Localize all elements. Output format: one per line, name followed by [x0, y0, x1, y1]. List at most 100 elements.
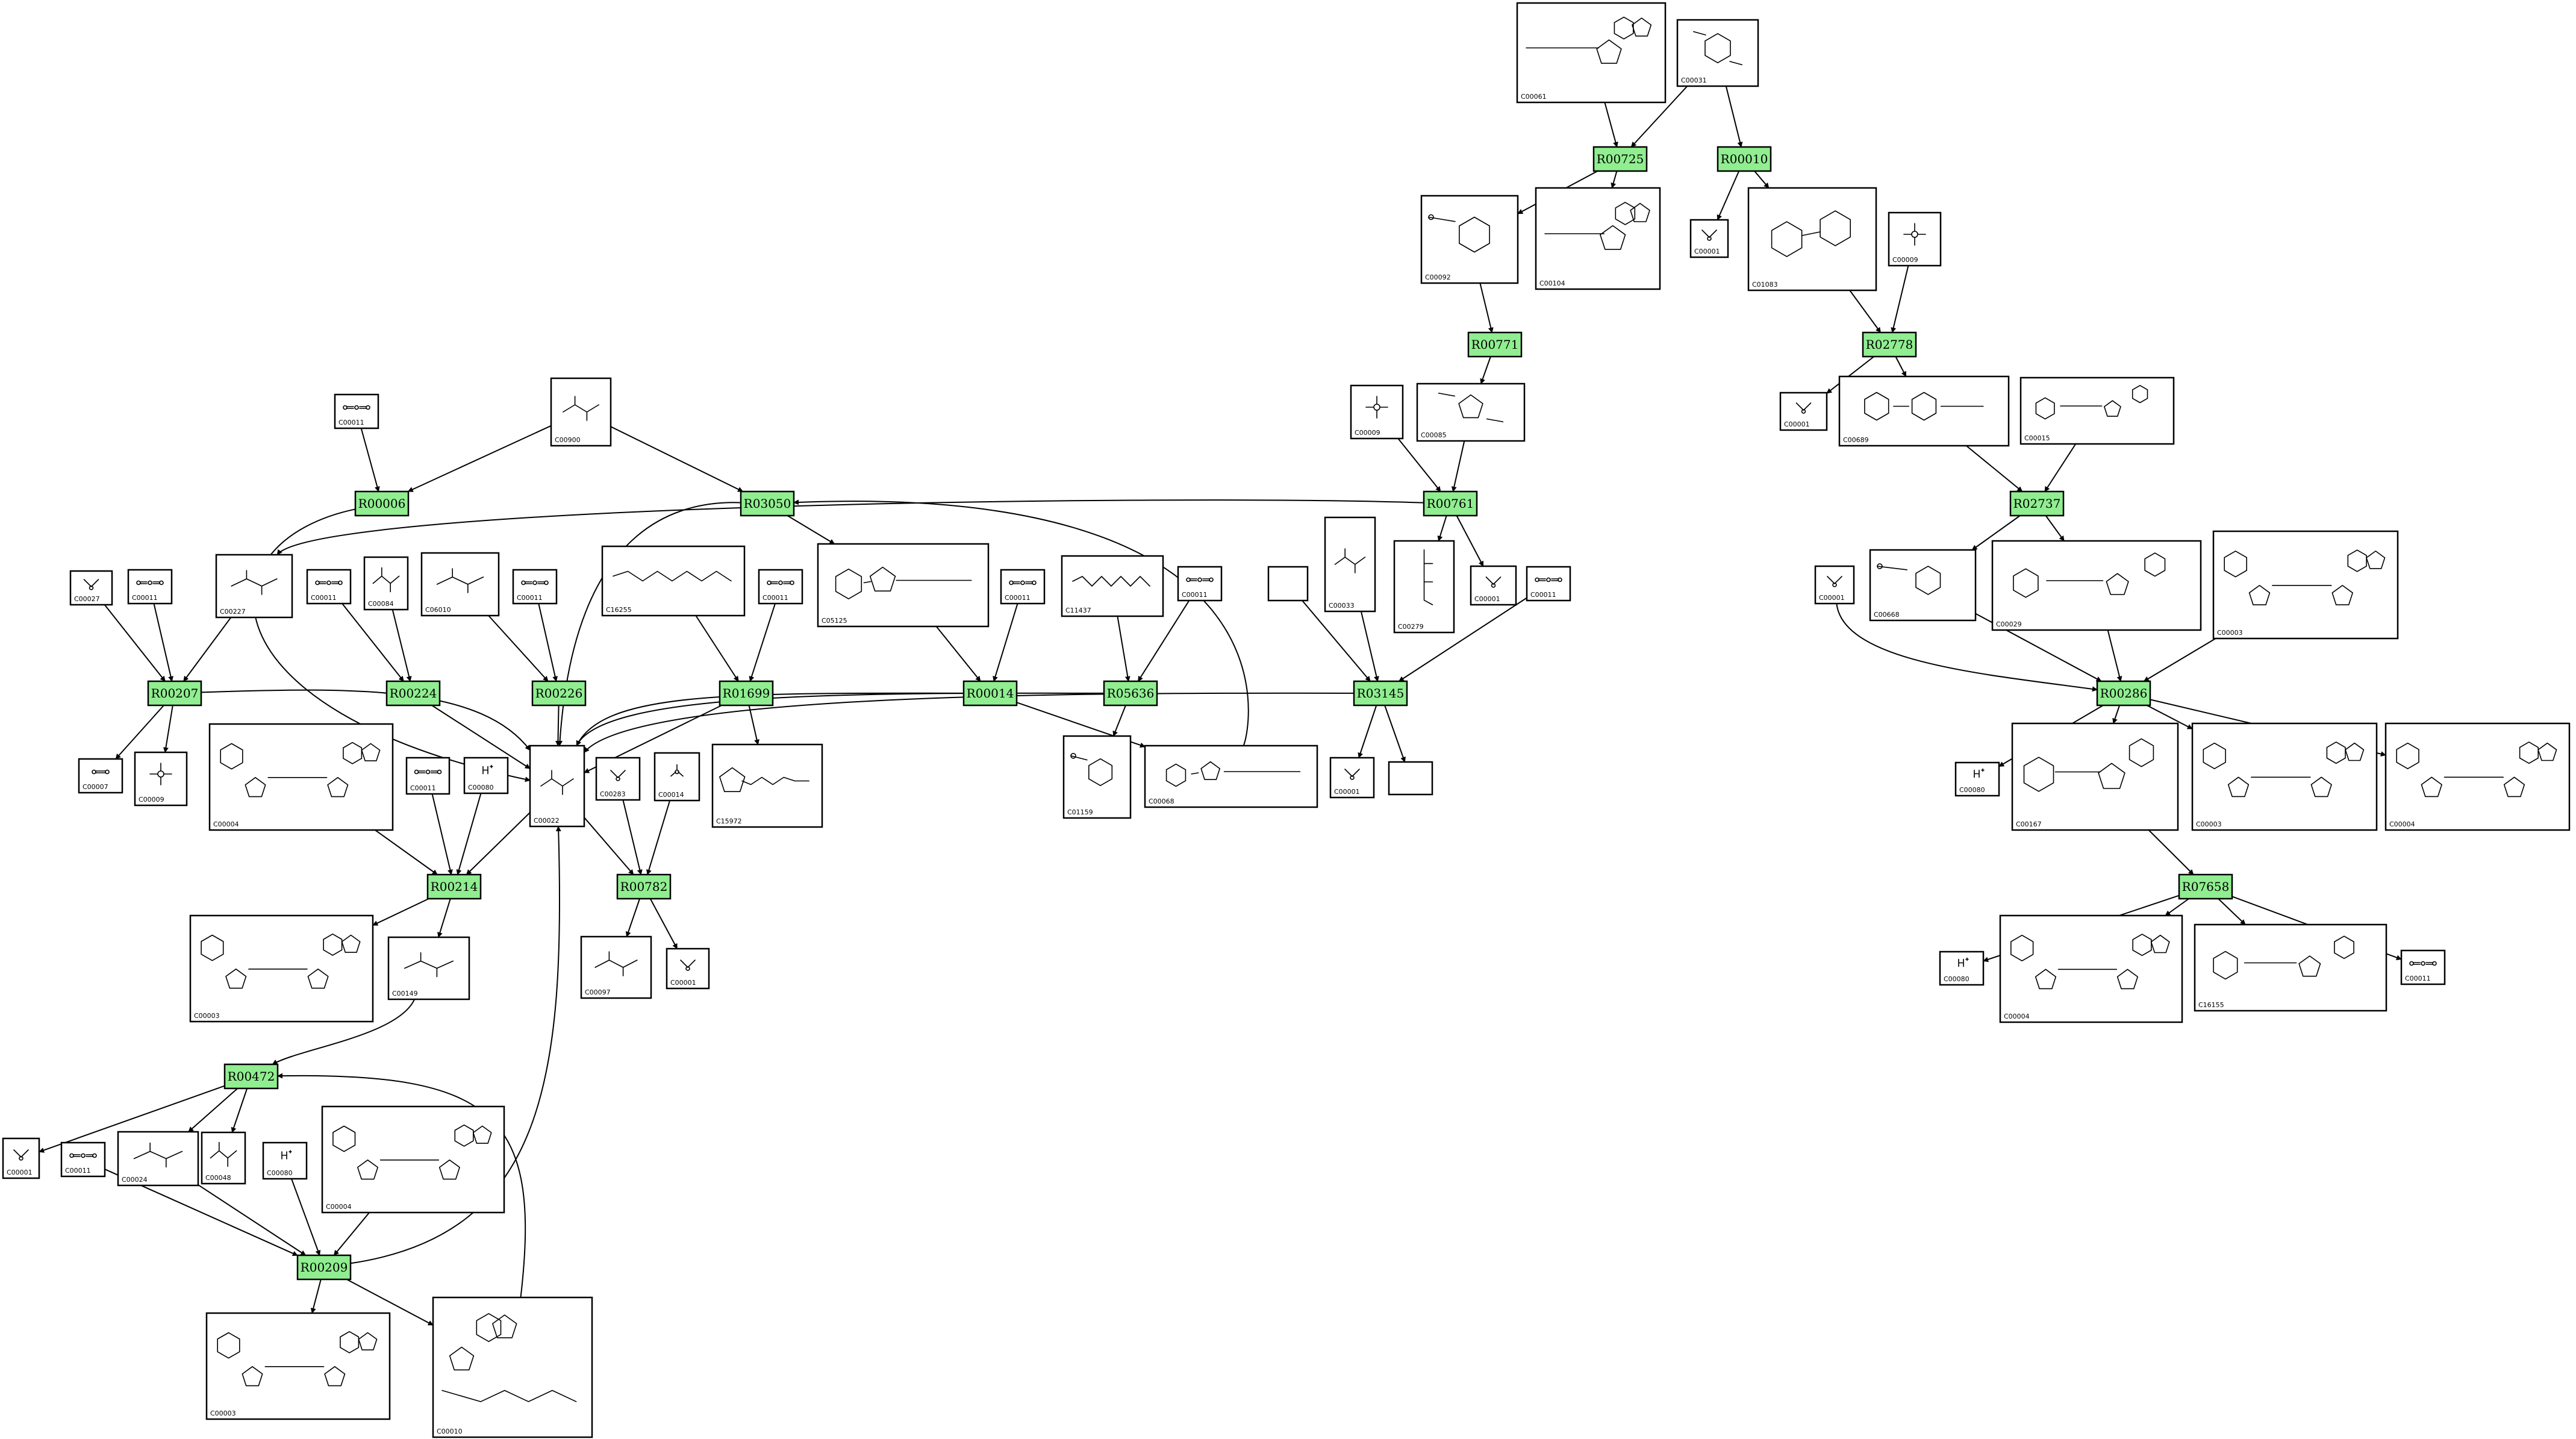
compound-node[interactable]: C00011	[127, 569, 173, 605]
reaction-node[interactable]: R05636	[1103, 680, 1158, 707]
compound-node[interactable]: C00001	[1470, 565, 1517, 606]
compound-node[interactable]: C00001	[1329, 757, 1375, 799]
compound-node[interactable]: C00011	[405, 757, 451, 795]
compound-box	[1420, 195, 1519, 284]
compound-node[interactable]: C00009	[1350, 384, 1404, 440]
compound-node[interactable]: C00167	[2011, 722, 2179, 831]
compound-node[interactable]: C00001	[2, 1137, 40, 1179]
compound-node[interactable]: C00227	[215, 554, 293, 619]
reaction-node[interactable]: R00214	[426, 873, 482, 900]
compound-node[interactable]: C00011	[60, 1141, 106, 1178]
compound-node[interactable]: C00011	[512, 569, 558, 605]
compound-node[interactable]: C00001	[1689, 219, 1729, 258]
reaction-node[interactable]: R00286	[2096, 680, 2151, 707]
compound-node[interactable]: C00283	[595, 757, 641, 801]
reaction-node[interactable]: R00224	[385, 680, 441, 707]
compound-box	[1062, 735, 1132, 819]
compound-node[interactable]: C00004	[208, 723, 394, 831]
compound-node[interactable]: C05125	[817, 543, 990, 628]
reaction-node[interactable]: R00782	[616, 873, 672, 900]
reaction-label: R00209	[301, 1260, 348, 1275]
compound-node[interactable]: C00011	[1526, 566, 1571, 602]
compound-node[interactable]: C00149	[387, 936, 470, 1000]
compound-node[interactable]: C00668	[1869, 549, 1977, 622]
edge-r21-to-c69	[346, 1279, 434, 1326]
reaction-node[interactable]: R02737	[2009, 490, 2065, 517]
edge-r15-to-c42	[584, 692, 1355, 753]
compound-node[interactable]: C00001	[666, 947, 710, 990]
reaction-node[interactable]: R00761	[1423, 490, 1478, 517]
compound-node[interactable]: C00003	[2212, 530, 2399, 640]
compound-node[interactable]: C00004	[2384, 722, 2571, 831]
compound-node[interactable]: C00009	[134, 751, 188, 807]
compound-node[interactable]: C00080	[262, 1141, 308, 1180]
compound-label: C00001	[670, 979, 696, 987]
compound-node[interactable]: C00033	[1324, 516, 1376, 613]
compound-node[interactable]: C00004	[321, 1105, 505, 1214]
compound-box	[60, 1141, 106, 1178]
compound-node[interactable]: C16255	[601, 545, 746, 617]
compound-node[interactable]: C01159	[1062, 735, 1132, 819]
compound-node[interactable]: C00015	[2019, 376, 2175, 445]
compound-node[interactable]: C00024	[117, 1131, 199, 1187]
compound-node[interactable]: C00029	[1991, 540, 2202, 631]
compound-node[interactable]	[1267, 566, 1309, 602]
reaction-node[interactable]: R00006	[354, 490, 410, 517]
compound-node[interactable]: C00080	[463, 757, 509, 794]
compound-node[interactable]: C00011	[334, 393, 379, 429]
compound-node[interactable]	[1388, 761, 1433, 796]
reaction-node[interactable]: R00226	[531, 680, 587, 707]
compound-node[interactable]: C00011	[1177, 566, 1223, 602]
compound-node[interactable]: C00084	[363, 556, 409, 611]
compound-node[interactable]: C00104	[1535, 187, 1661, 290]
compound-node[interactable]: C00279	[1393, 540, 1455, 634]
reaction-node[interactable]: R00472	[223, 1063, 279, 1090]
compound-box	[2011, 722, 2179, 831]
compound-node[interactable]: C01083	[1747, 187, 1877, 292]
compound-node[interactable]: C00022	[529, 744, 585, 828]
compound-node[interactable]: C00048	[201, 1131, 246, 1185]
reaction-node[interactable]: R02778	[1862, 331, 1917, 358]
compound-node[interactable]: C00080	[1939, 950, 1985, 986]
compound-node[interactable]: C00689	[1838, 375, 2010, 447]
compound-node[interactable]: C00003	[205, 1312, 391, 1420]
reaction-node[interactable]: R03145	[1353, 680, 1408, 707]
compound-node[interactable]: C00010	[432, 1296, 593, 1438]
compound-node[interactable]: C00085	[1416, 382, 1526, 442]
reaction-node[interactable]: R07658	[2178, 873, 2233, 900]
compound-node[interactable]: C00011	[2400, 949, 2446, 985]
compound-node[interactable]: C00011	[306, 569, 352, 605]
reaction-node[interactable]: R00725	[1592, 146, 1648, 172]
compound-node[interactable]: C00027	[69, 570, 113, 606]
compound-node[interactable]: C00092	[1420, 195, 1519, 284]
reaction-node[interactable]: R03050	[740, 490, 795, 517]
compound-node[interactable]: C00003	[2191, 722, 2378, 831]
structure-glyph	[1070, 753, 1113, 786]
reaction-node[interactable]: R00209	[296, 1254, 352, 1281]
compound-node[interactable]: C00007	[78, 758, 123, 794]
compound-node[interactable]: C00009	[1888, 211, 1942, 267]
reaction-node[interactable]: R01699	[719, 680, 774, 707]
compound-box	[69, 570, 113, 606]
reaction-node[interactable]: R00771	[1467, 331, 1523, 358]
compound-node[interactable]: C00068	[1144, 744, 1318, 808]
compound-node[interactable]: C11437	[1061, 555, 1164, 617]
compound-node[interactable]: C00004	[1999, 914, 2183, 1023]
compound-node[interactable]: C00014	[653, 752, 700, 802]
compound-node[interactable]: C00900	[550, 377, 612, 447]
compound-node[interactable]: C00001	[1779, 392, 1828, 431]
compound-node[interactable]: C00001	[1814, 565, 1855, 605]
compound-node[interactable]: C00011	[758, 569, 803, 605]
reaction-node[interactable]: R00010	[1717, 146, 1772, 172]
compound-node[interactable]: C06010	[420, 552, 500, 617]
reaction-node[interactable]: R00014	[962, 680, 1018, 707]
compound-node[interactable]: C00003	[189, 914, 374, 1023]
reaction-node[interactable]: R00207	[147, 680, 202, 707]
compound-node[interactable]: C00031	[1676, 19, 1759, 87]
compound-node[interactable]: C00061	[1516, 2, 1667, 104]
compound-node[interactable]: C15972	[711, 743, 823, 828]
compound-node[interactable]: C16155	[2194, 923, 2387, 1012]
compound-node[interactable]: C00080	[1954, 761, 2000, 797]
compound-node[interactable]: C00097	[580, 935, 652, 999]
compound-node[interactable]: C00011	[1000, 569, 1046, 605]
